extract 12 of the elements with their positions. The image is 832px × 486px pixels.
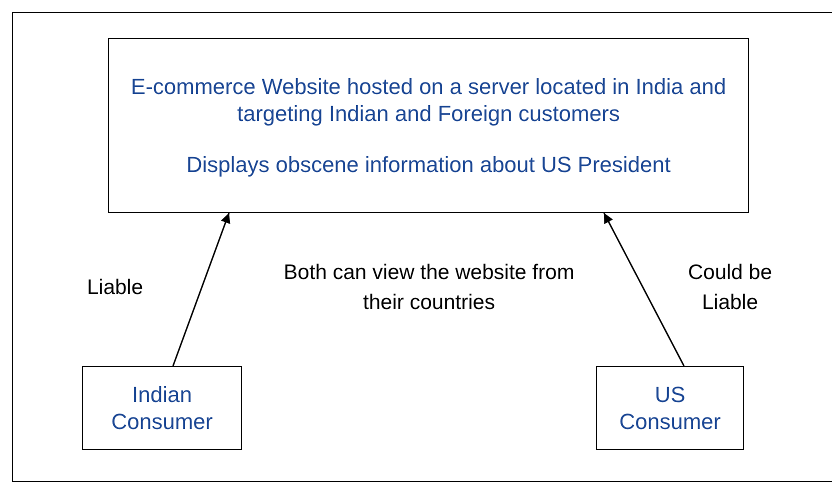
box-text: US Consumer bbox=[618, 381, 722, 435]
arrow bbox=[172, 212, 230, 366]
text-box bbox=[108, 38, 749, 213]
box-text: Indian Consumer bbox=[110, 381, 214, 435]
text-box bbox=[596, 366, 744, 450]
note-text: Both can view the website from their countries bbox=[282, 260, 576, 316]
arrow bbox=[603, 212, 685, 366]
box-text: Displays obscene information about US President bbox=[186, 151, 671, 178]
edge-label: Liable bbox=[86, 275, 144, 301]
text-box bbox=[82, 366, 242, 450]
box-text: E-commerce Website hosted on a server located in India and targeting Indian and Foreign customers bbox=[130, 73, 728, 127]
edge-label: Could be Liable bbox=[686, 260, 774, 316]
